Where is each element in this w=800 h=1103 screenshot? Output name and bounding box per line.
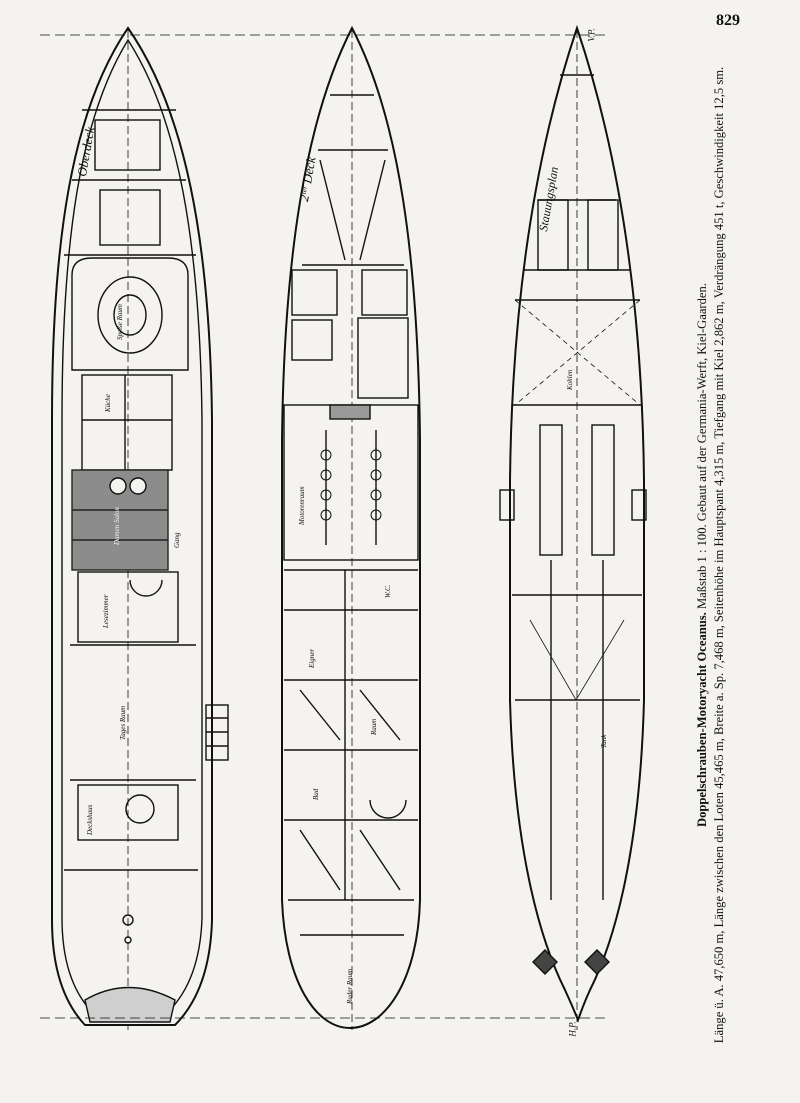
room-label-cabin: Raum <box>370 718 378 735</box>
room-label-owner: Eigner <box>308 648 316 668</box>
plan-caption: Doppelschrauben-Motoryacht Oceanus. Maßs… <box>694 55 728 1055</box>
room-label-day-room: Tages Raum <box>119 705 127 740</box>
second-deck-plan <box>281 25 421 1030</box>
stowage-plan <box>499 24 647 1030</box>
caption-scale: Maßstab 1 : 100. <box>695 524 709 610</box>
caption-yard: Gebaut auf der Germania-Werft, Kiel-Gaar… <box>695 283 709 522</box>
caption-title: Doppelschrauben-Motoryacht Oceanus. <box>695 612 709 827</box>
upper-deck-hull-outline <box>51 26 213 1026</box>
room-label-wc: W.C. <box>384 584 392 598</box>
room-label-ladies-saloon: Damen Salon <box>113 507 121 545</box>
aft-perpendicular-marker: H.P. <box>567 1021 578 1037</box>
room-label-tank: Tank <box>600 734 608 748</box>
room-label-bath: Bad <box>312 788 320 800</box>
stowage-plan-hull-outline <box>509 24 645 1023</box>
room-label-coal: Kohlen <box>566 369 574 390</box>
caption-dimensions: Länge ü. A. 47,650 m, Länge zwischen den… <box>712 66 726 1044</box>
room-label-corridor: Gang <box>173 532 181 548</box>
room-label-engine-room: Motorenraum <box>298 486 306 525</box>
upper-deck-stern-grating <box>84 986 176 1023</box>
upper-deck-plan <box>51 26 229 1030</box>
forward-perpendicular-marker: V.P. <box>586 28 597 42</box>
room-label-deckhouse: Deckshaus <box>86 804 94 835</box>
room-label-reading-room: Lesezimmer <box>102 594 110 628</box>
room-label-dining: Speise Raum <box>116 304 124 340</box>
second-deck-hull-outline <box>281 25 421 1030</box>
room-label-galley: Küche <box>104 394 112 412</box>
page-number: 829 <box>716 12 740 29</box>
room-label-rudder-room: Ruder Raum <box>346 968 354 1004</box>
caption-line-1: Doppelschrauben-Motoryacht Oceanus. Maßs… <box>694 55 711 1055</box>
